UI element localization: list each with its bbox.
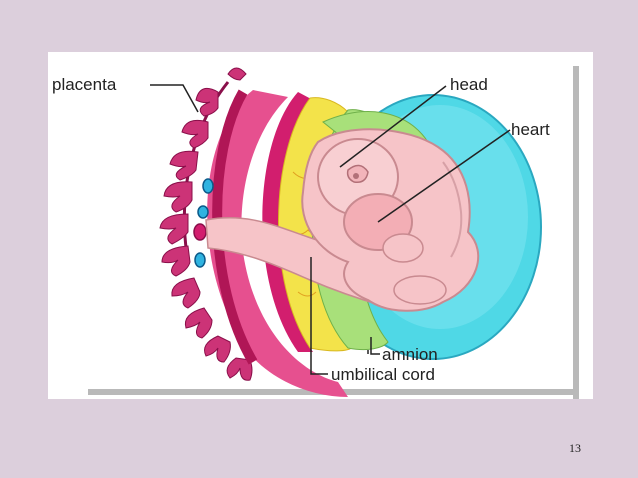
label-umbilical-cord: umbilical cord	[331, 365, 435, 384]
label-head: head	[450, 75, 488, 94]
label-heart: heart	[511, 120, 550, 139]
heart-leader	[377, 129, 511, 223]
umbilical-vessels	[193, 178, 214, 268]
uterine-wall	[207, 90, 348, 397]
placenta-leader	[150, 84, 199, 113]
leader-lines	[150, 84, 511, 375]
embryo-eye	[353, 173, 359, 179]
label-placenta: placenta	[52, 75, 117, 94]
slide-page-number: 13	[569, 441, 581, 455]
head-leader	[339, 85, 447, 168]
frame-shadow-right	[573, 66, 579, 399]
embryo-illustration: placenta head heart amnion umbilical cor…	[52, 66, 579, 399]
embryo-spine	[442, 161, 463, 258]
umbilical-cord-leader	[310, 257, 328, 375]
embryo-arm-bud	[382, 233, 424, 263]
embryo-diagram: placenta head heart amnion umbilical cor…	[48, 52, 593, 399]
amnion-leader	[370, 337, 380, 355]
decidua-crescent	[262, 92, 313, 352]
label-amnion: amnion	[382, 345, 438, 364]
embryo-leg-bud	[393, 275, 447, 305]
placenta-villi	[159, 67, 253, 381]
